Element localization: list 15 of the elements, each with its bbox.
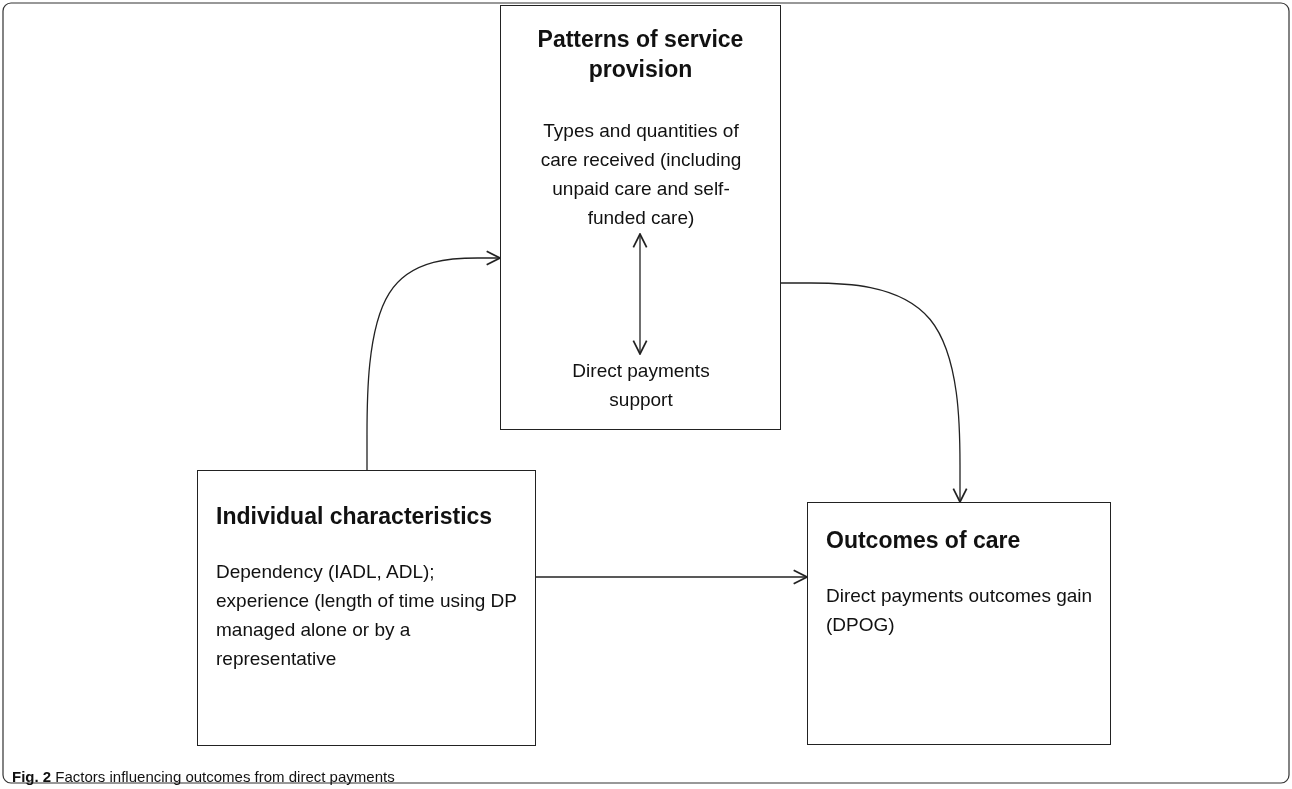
box-description: Dependency (IADL, ADL); experience (length of time using DP managed alone or by a representative [216,560,518,671]
box-heading: Individual characteristics [216,502,494,531]
arrow [780,282,968,503]
process-box [500,5,781,430]
arrow [535,569,808,585]
node-text: Types and quantities of care received (including unpaid care and self-funded care) [539,119,743,230]
box-description: Direct payments outcomes gain (DPOG) [826,584,1094,637]
box-heading: Outcomes of care [826,526,1022,555]
box-heading: Patterns of service provision [536,25,745,84]
process-box [807,502,1111,745]
figure-caption: Fig. 2 Factors influencing outcomes from direct payments [12,768,395,785]
process-box [197,470,536,746]
node-text: Direct payments support [571,359,711,412]
arrow [632,233,648,355]
arrow [366,250,501,471]
